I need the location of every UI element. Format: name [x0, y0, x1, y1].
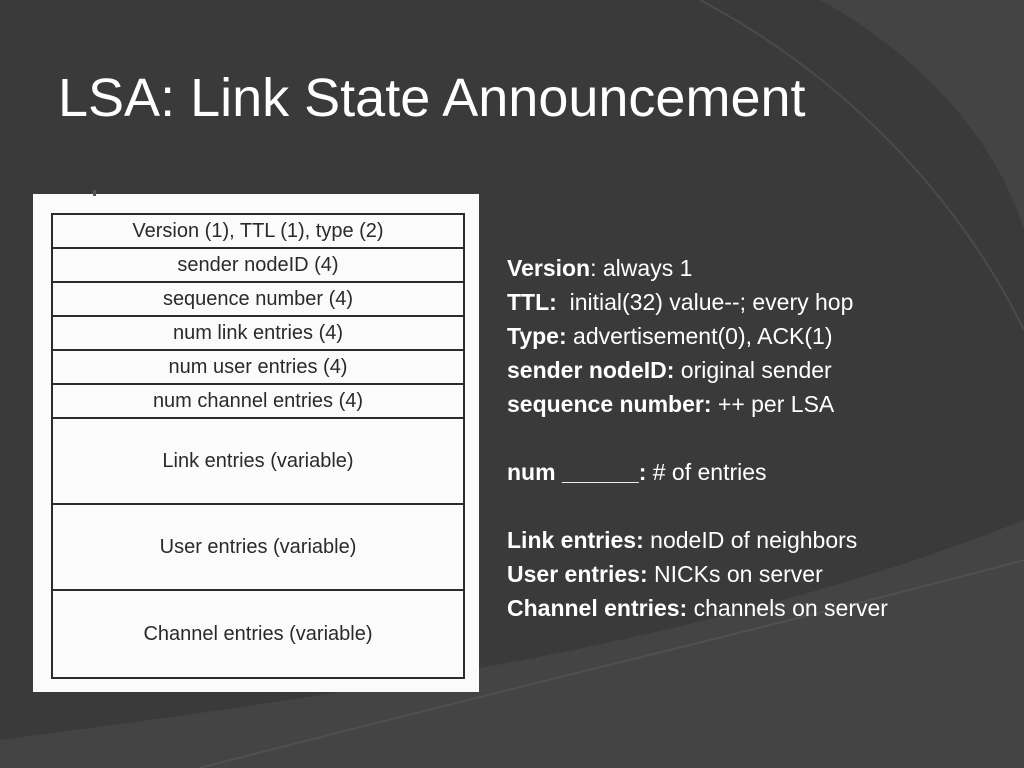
desc-sender-nodeid: sender nodeID: original sender — [507, 357, 832, 383]
field-descriptions: Version: always 1 TTL: initial(32) value… — [507, 251, 888, 625]
desc-link-entries: Link entries: nodeID of neighbors — [507, 527, 858, 553]
field-sequence-number: sequence number (4) — [53, 283, 463, 317]
field-num-link-entries: num link entries (4) — [53, 317, 463, 351]
field-num-channel-entries: num channel entries (4) — [53, 385, 463, 419]
field-version-ttl-type: Version (1), TTL (1), type (2) — [53, 215, 463, 249]
scan-mark — [93, 190, 96, 196]
field-link-entries: Link entries (variable) — [53, 419, 463, 505]
desc-version: Version: always 1 — [507, 255, 693, 281]
desc-num-entries: num ______: # of entries — [507, 459, 767, 485]
desc-spacer — [507, 421, 888, 455]
desc-type: Type: advertisement(0), ACK(1) — [507, 323, 833, 349]
desc-sequence-number: sequence number: ++ per LSA — [507, 391, 835, 417]
slide-title: LSA: Link State Announcement — [58, 68, 806, 128]
field-sender-nodeid: sender nodeID (4) — [53, 249, 463, 283]
desc-spacer — [507, 489, 888, 523]
field-channel-entries: Channel entries (variable) — [143, 622, 373, 645]
desc-channel-entries: Channel entries: channels on server — [507, 595, 888, 621]
desc-user-entries: User entries: NICKs on server — [507, 561, 823, 587]
packet-format-table: Version (1), TTL (1), type (2) sender no… — [51, 213, 465, 679]
desc-ttl: TTL: initial(32) value--; every hop — [507, 289, 854, 315]
packet-format-figure: Version (1), TTL (1), type (2) sender no… — [33, 190, 479, 692]
field-num-user-entries: num user entries (4) — [53, 351, 463, 385]
field-user-entries: User entries (variable) — [53, 505, 463, 591]
